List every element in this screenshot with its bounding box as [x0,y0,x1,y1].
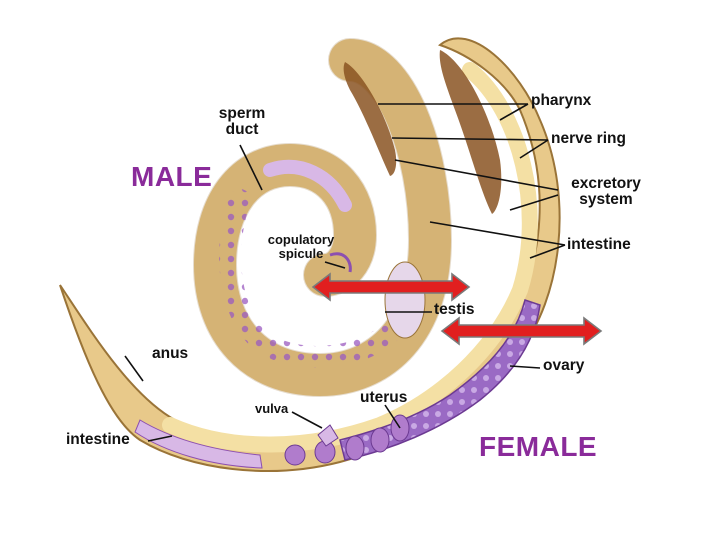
copulatory-spicule-label: copulatory spicule [258,233,344,260]
vulva-label: vulva [255,402,288,416]
sperm-duct-line2: duct [214,122,270,138]
ovary-line [510,366,540,368]
anus-label: anus [152,346,188,362]
excretory-line1: excretory [558,176,654,192]
intestine-left-label: intestine [66,432,130,448]
excretory-line2: system [558,192,654,208]
excretory-system-label: excretory system [558,176,654,209]
sperm-duct-line1: sperm [214,106,270,122]
anus-line [125,356,143,381]
uterus-label: uterus [360,390,407,406]
copulatory-line1: copulatory [258,233,344,247]
vulva-line [292,412,322,428]
intestine-right-label: intestine [567,237,631,253]
female-label: FEMALE [479,432,597,461]
male-label: MALE [131,162,212,191]
pharynx-label: pharynx [531,93,591,109]
ovary-label: ovary [543,358,584,374]
copulatory-line2: spicule [258,247,344,261]
sperm-duct-label: sperm duct [214,106,270,139]
testis-shape [385,262,425,338]
nerve-ring-label: nerve ring [551,131,626,147]
testis-label: testis [434,302,475,318]
